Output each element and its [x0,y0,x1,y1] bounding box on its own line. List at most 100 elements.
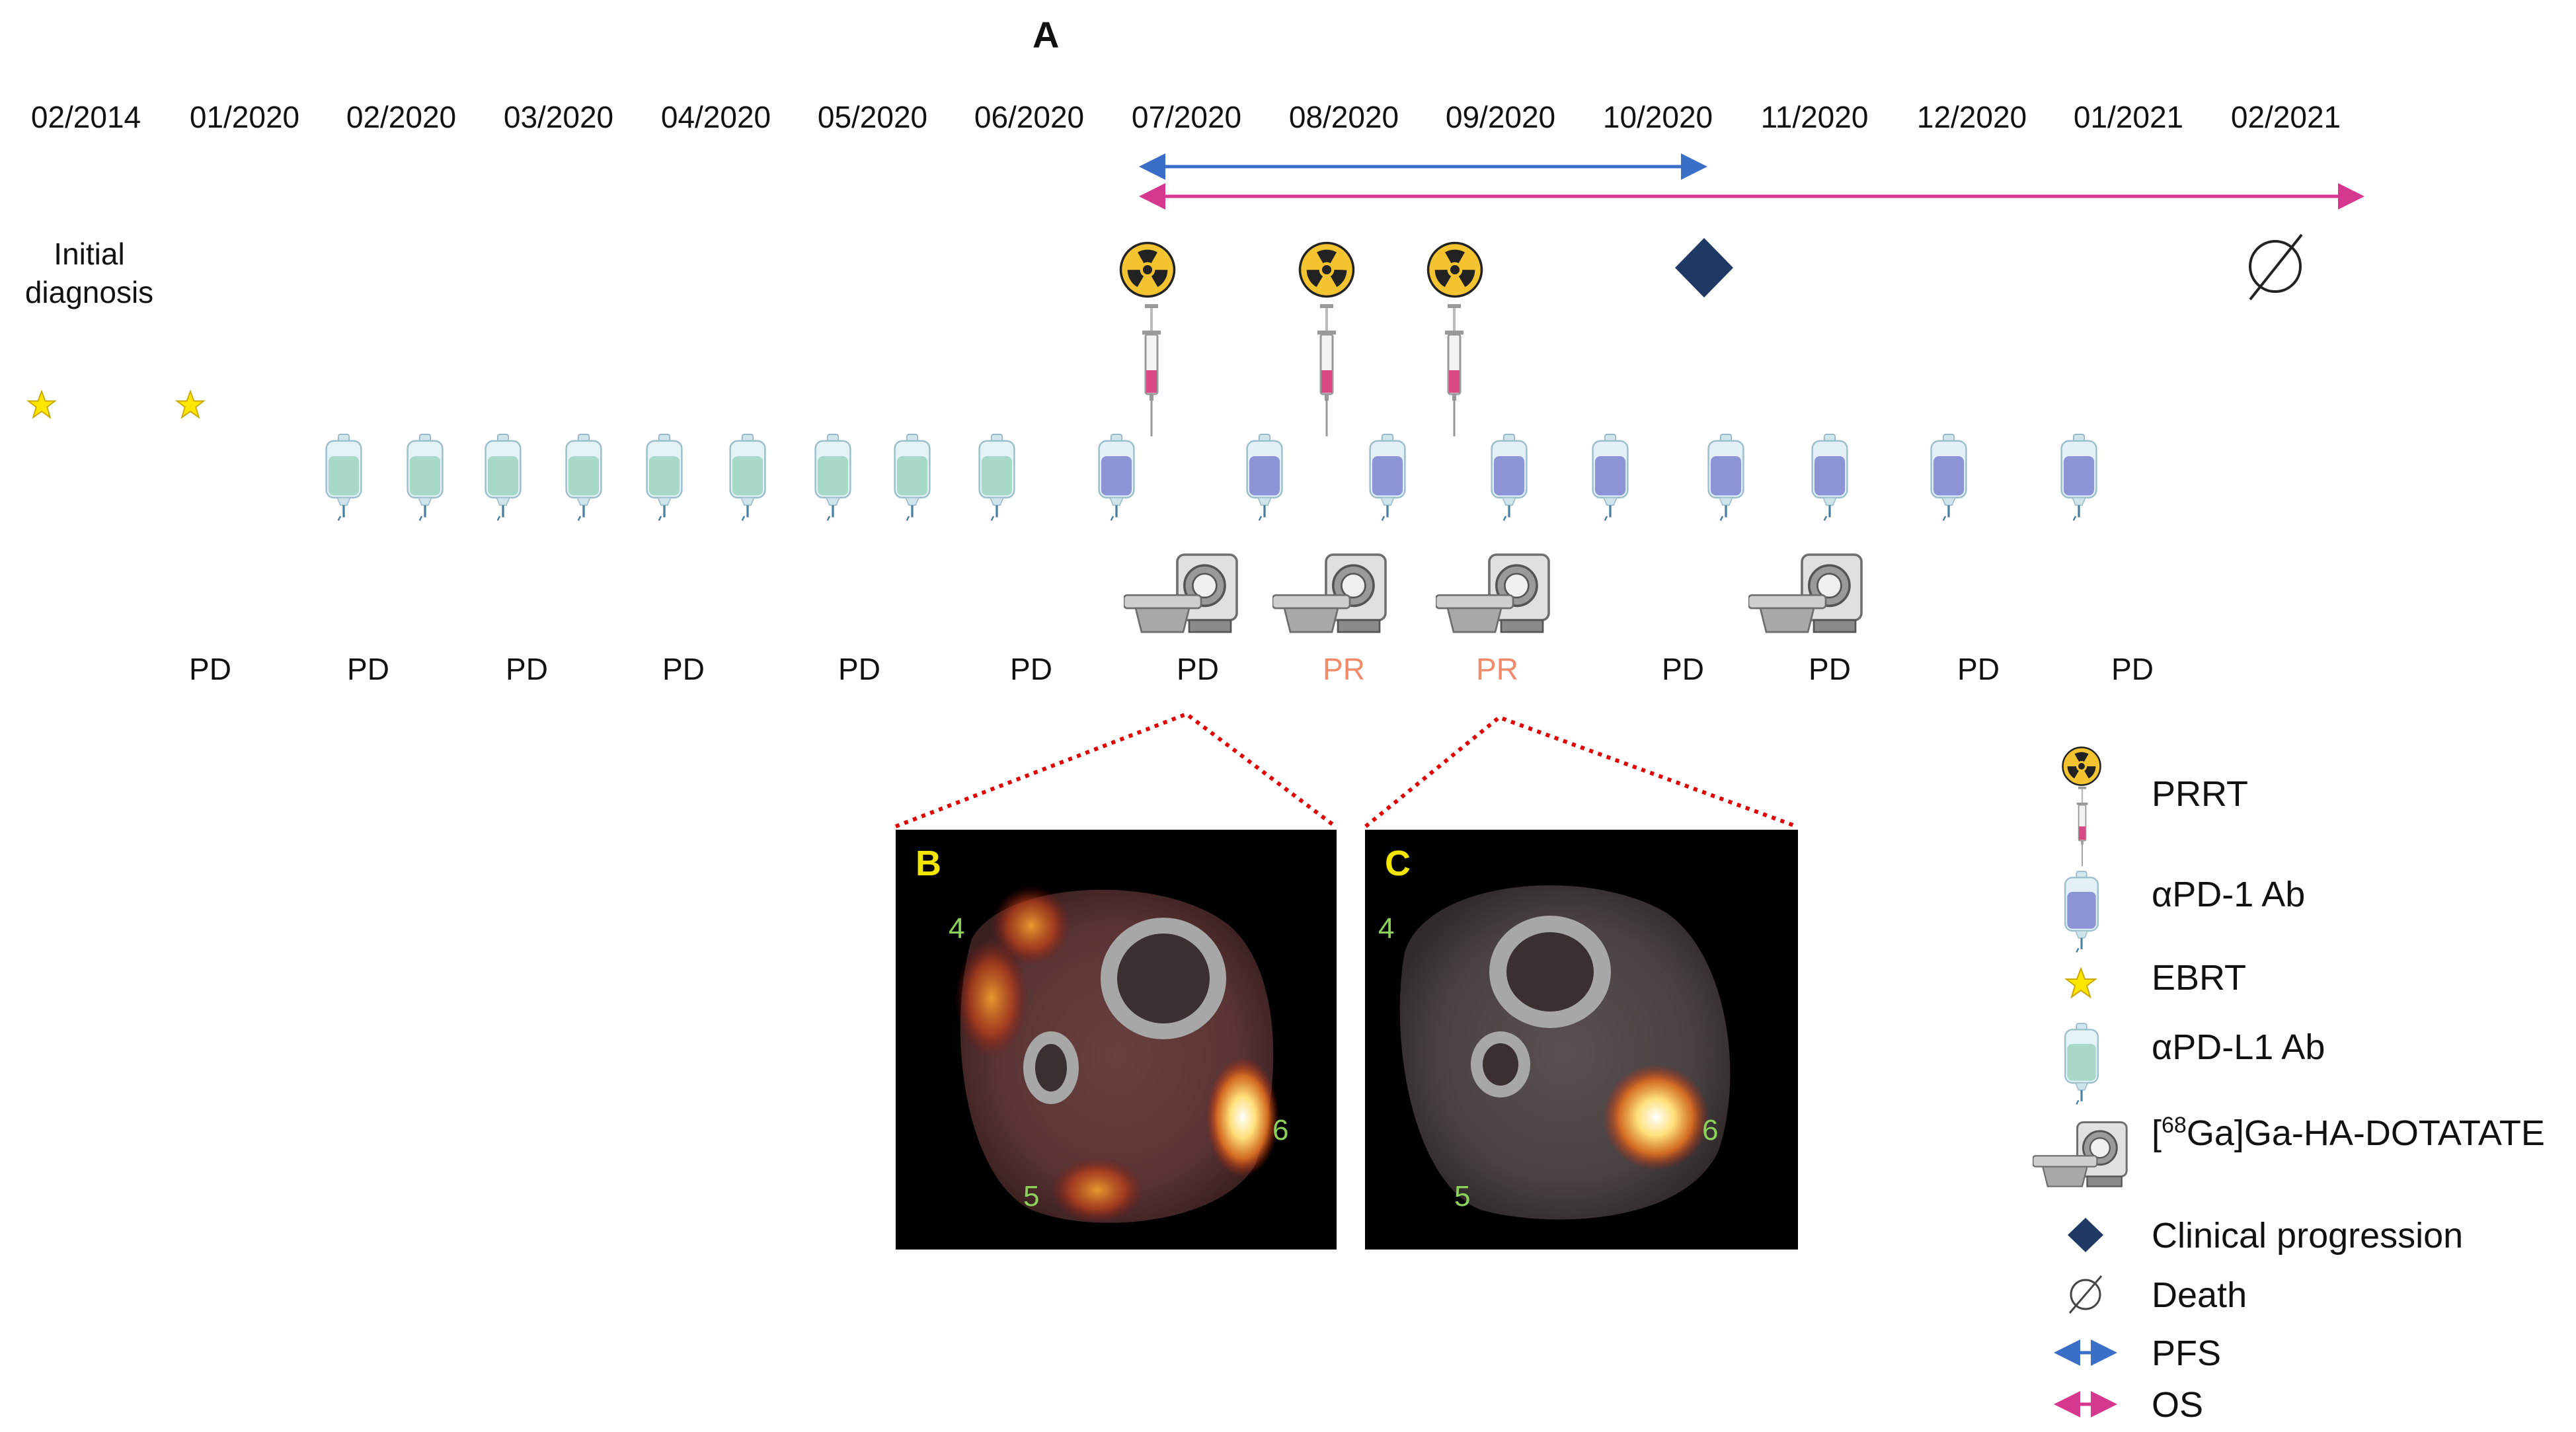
date-label: 06/2020 [974,100,1085,134]
response-label: PD [506,652,548,686]
response-label: PD [838,652,880,686]
date-label: 02/2021 [2230,100,2341,134]
infusion-bag-icon [814,433,852,522]
initial-diagnosis-line2: diagnosis [24,275,154,309]
response-label: PD [189,652,231,686]
connector-b [894,711,1337,828]
lesion-label: 4 [1378,912,1395,945]
radiation-icon [1119,241,1176,298]
legend-os: OS [2152,1385,2204,1425]
pet-ct-scanner-icon [1272,553,1387,633]
pet-ct-scanner-icon [1124,553,1238,633]
date-label: 01/2020 [189,100,300,134]
response-label: PD [1177,652,1219,686]
date-label: 04/2020 [660,100,771,134]
syringe-icon [1444,304,1465,436]
scan-c-label: C [1385,844,1411,883]
infusion-bag-icon [1368,433,1407,522]
lesion-label: 4 [949,912,965,945]
initial-diagnosis-label: Initial diagnosis [13,235,165,311]
legend-ebrt: EBRT [2152,958,2247,998]
pet-ct-scanner-icon [1436,553,1550,633]
infusion-bag-icon [1245,433,1284,522]
pdl1-bag-row [325,433,1016,522]
pet-ct-scanner-icon [2033,1121,2128,1188]
response-label: PD [1809,652,1851,686]
infusion-bag-icon [645,433,683,522]
legend-progression: Clinical progression [2152,1216,2464,1255]
infusion-bag-icon [1591,433,1629,522]
radiation-icon [2062,746,2101,786]
date-label: 01/2021 [2073,100,2184,134]
response-label: PR [1323,652,1365,686]
connector-c [1364,715,1798,828]
legend-dotatate-isotope: 68 [2162,1113,2187,1138]
infusion-bag-icon [2064,1022,2099,1106]
lesion-label: 6 [1702,1114,1719,1146]
progression-diamond-icon [2068,1218,2103,1252]
infusion-bag-icon [1097,433,1136,522]
infusion-bag-icon [1490,433,1528,522]
syringe-icon [1141,304,1162,436]
lesion-label: 5 [1454,1180,1471,1213]
lesion-label: 5 [1023,1180,1040,1213]
infusion-bag-icon [484,433,522,522]
pet-ct-scanner-icon [1748,553,1863,633]
pd1-bag-row [1097,433,2098,522]
legend-pdl1: αPD-L1 Ab [2152,1027,2325,1067]
infusion-bag-icon [893,433,931,522]
legend-dotatate-name: Ga]Ga-HA-DOTATATE [2186,1113,2545,1153]
legend-pd1: αPD-1 Ab [2152,875,2306,914]
legend-dotatate-bracket: [ [2152,1113,2162,1153]
date-label: 07/2020 [1131,100,1242,134]
star-icon [2066,968,2096,998]
death-symbol-icon [2249,233,2303,301]
infusion-bag-icon [728,433,767,522]
syringe-icon [1316,304,1337,436]
infusion-bag-icon [1811,433,1849,522]
initial-diagnosis-line1: Initial [54,237,125,271]
infusion-bag-icon [325,433,363,522]
date-label: 02/2014 [30,100,141,134]
syringe-icon [2076,787,2089,866]
date-label: 03/2020 [503,100,614,134]
response-label: PD [1957,652,2000,686]
radiation-icon [1298,241,1355,298]
infusion-bag-icon [2064,870,2099,954]
date-label: 02/2020 [346,100,457,134]
legend-dotatate: [68Ga]Ga-HA-DOTATATE [2152,1113,2545,1154]
date-label: 11/2020 [1760,100,1869,134]
legend-death: Death [2152,1275,2247,1315]
panel-label: A [1033,14,1060,56]
date-label: 09/2020 [1445,100,1556,134]
infusion-bag-icon [1707,433,1745,522]
infusion-bag-icon [2060,433,2098,522]
date-label: 12/2020 [1916,100,2027,134]
progression-diamond-icon [1675,238,1733,298]
response-label: PR [1476,652,1518,686]
date-label: 08/2020 [1288,100,1399,134]
infusion-bag-icon [978,433,1016,522]
response-label: PD [2111,652,2154,686]
response-label: PD [1662,652,1704,686]
star-icon [176,390,205,418]
scan-panel-b [896,830,1337,1250]
death-symbol-icon [2068,1275,2103,1314]
radiation-icon [1426,241,1483,298]
lesion-label: 6 [1272,1114,1289,1146]
date-label: 10/2020 [1602,100,1713,134]
infusion-bag-icon [1930,433,1968,522]
legend-pfs: PFS [2152,1333,2222,1373]
star-icon [27,390,56,418]
response-label: PD [662,652,705,686]
infusion-bag-icon [565,433,603,522]
legend-graphics [2033,746,2128,1417]
legend-prrt: PRRT [2152,774,2249,814]
scan-b-label: B [916,844,941,883]
scan-panel-c [1365,830,1798,1250]
infusion-bag-icon [406,433,444,522]
date-label: 05/2020 [817,100,928,134]
response-label: PD [347,652,389,686]
